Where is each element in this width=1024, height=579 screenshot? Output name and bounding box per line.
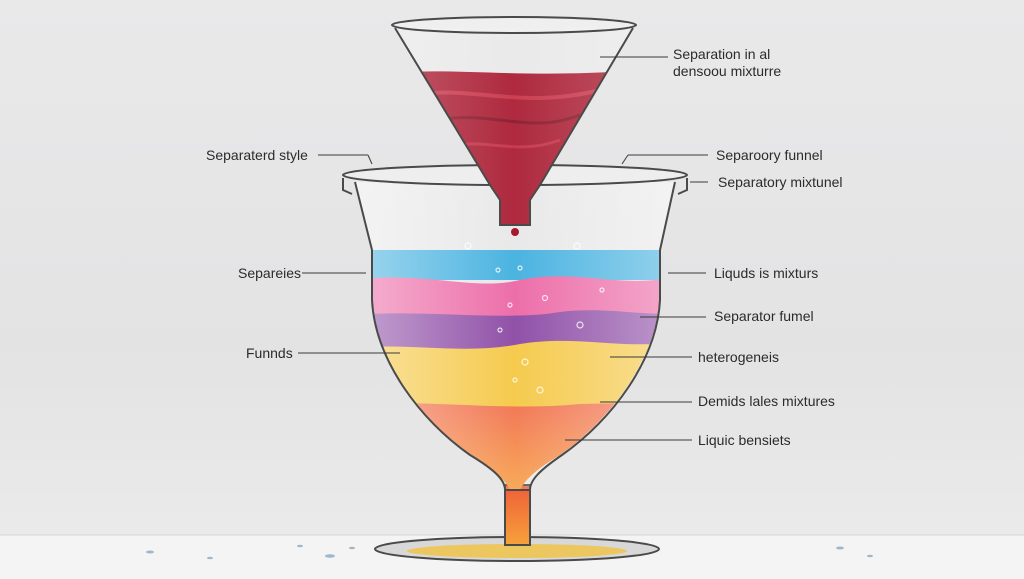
- label-separeies: Separeies: [238, 265, 302, 281]
- label-demids-lales: Demids lales mixtures: [698, 393, 835, 409]
- label-top-right-2: densoou mixturre: [673, 63, 782, 79]
- label-funnds: Funnds: [246, 345, 293, 361]
- label-heterogeneis: heterogeneis: [698, 349, 779, 365]
- floor-droplets: [146, 544, 873, 560]
- lower-vessel: [354, 181, 676, 491]
- label-separator-fumel: Separator fumel: [714, 308, 814, 324]
- label-separatory-mixtunel: Separatory mixtunel: [718, 174, 843, 190]
- label-top-right-1: Separation in al: [673, 46, 771, 62]
- label-liquds-mixturs: Liquds is mixturs: [714, 265, 819, 281]
- upper-funnel: [394, 27, 634, 226]
- upper-funnel-rim: [391, 16, 637, 34]
- stem: [504, 484, 531, 546]
- label-separaterd-style: Separaterd style: [206, 147, 308, 163]
- label-liquic-bensiets: Liquic bensiets: [698, 432, 791, 448]
- label-separoory-funnel: Separoory funnel: [716, 147, 823, 163]
- drip: [511, 228, 519, 236]
- leader-lines: [298, 56, 708, 441]
